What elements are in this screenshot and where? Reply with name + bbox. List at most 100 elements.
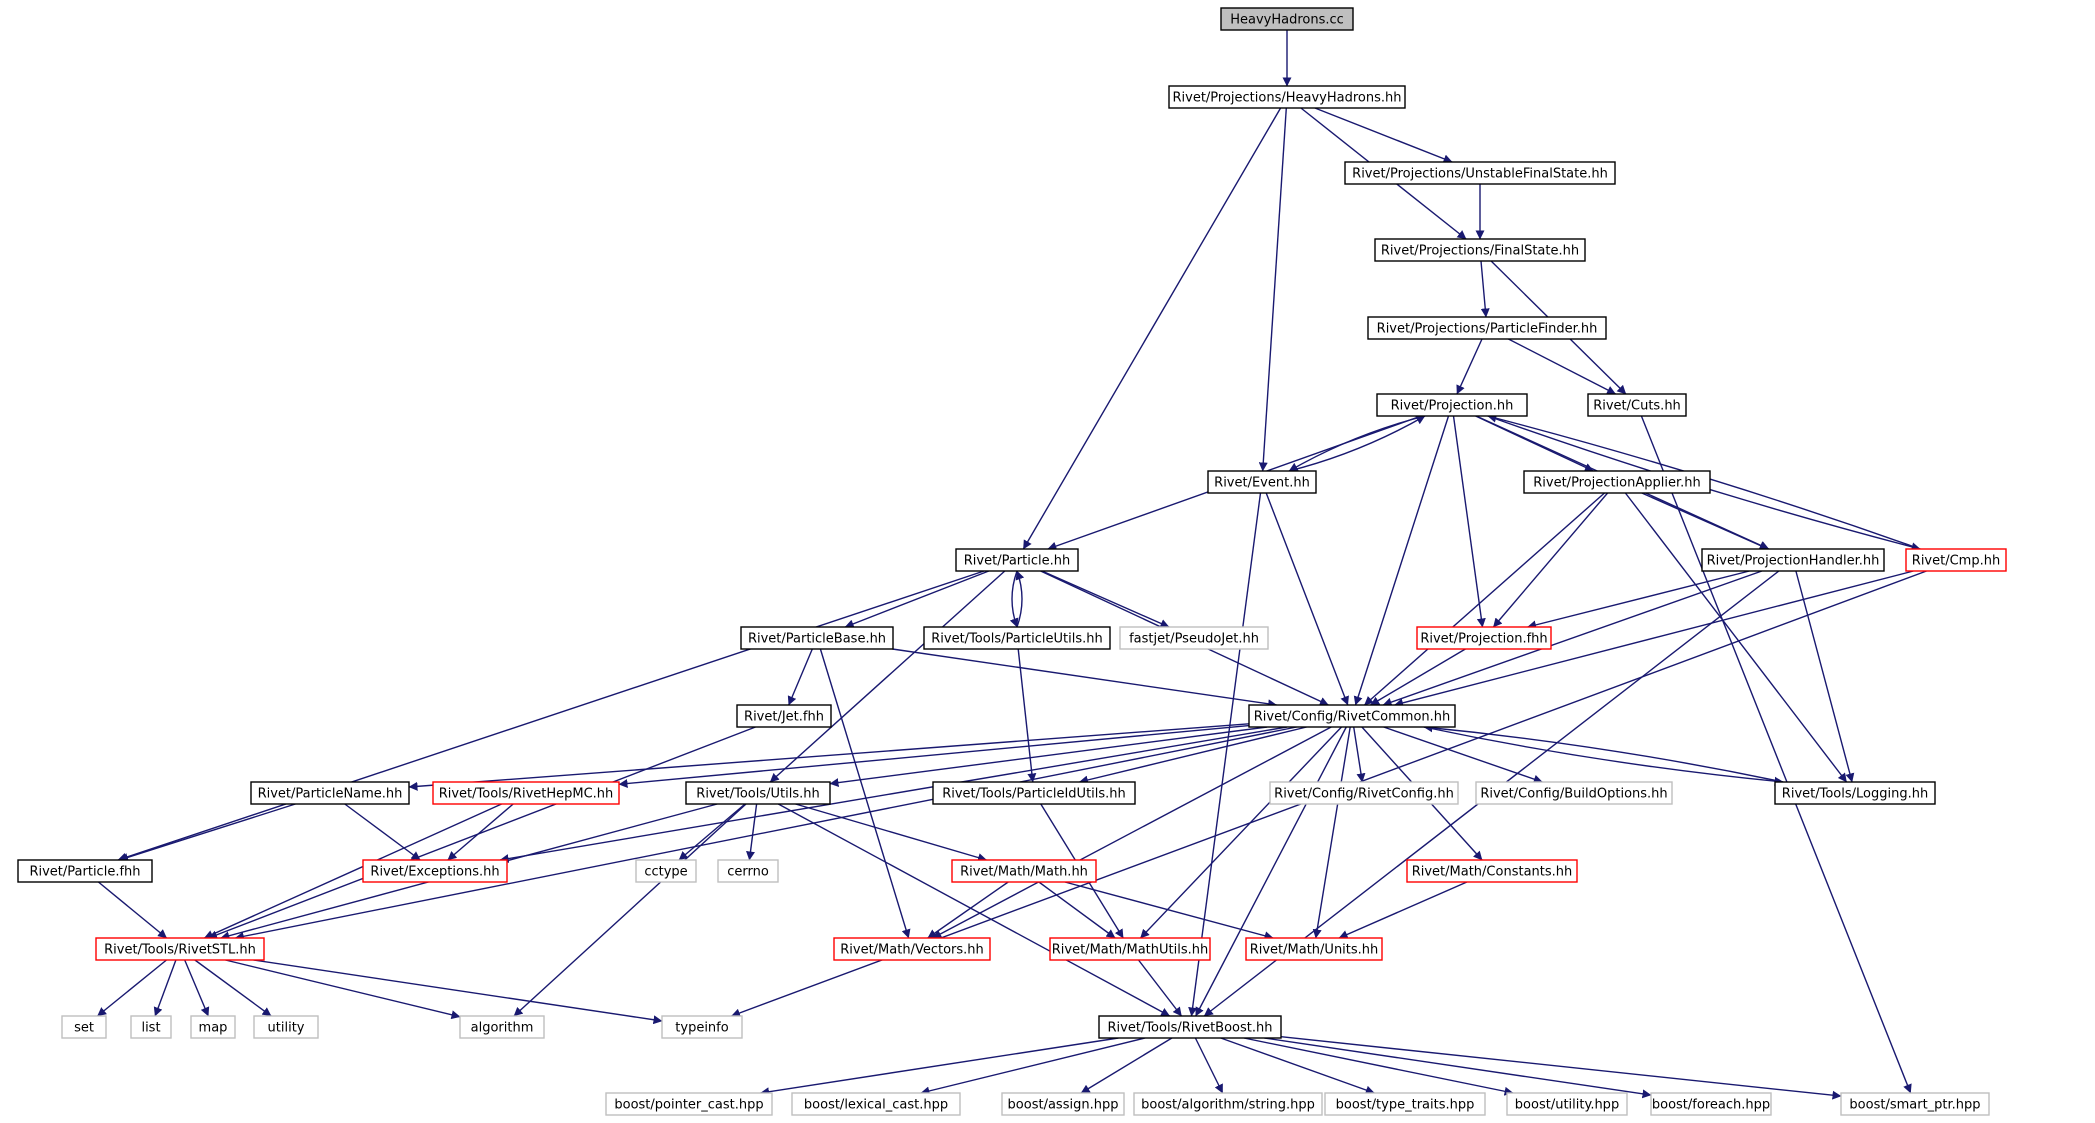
node-box: [253, 1015, 319, 1039]
edge-line: [1280, 1036, 1842, 1100]
include-edge-math-hh-to-vectors-hh: [927, 881, 1009, 939]
node-label: Rivet/Math/MathUtils.hh: [1052, 943, 1208, 958]
include-edge-rivetcommon-hh-to-particleidutils-hh: [1078, 726, 1307, 785]
node-box: [1245, 937, 1383, 961]
include-edge-rivethepmc-hh-to-exceptions-hh: [447, 803, 514, 861]
node-units-hh[interactable]: Rivet/Math/Units.hh: [1245, 937, 1383, 961]
include-edge-particleutils-hh-to-particleidutils-hh: [1017, 648, 1037, 783]
node-rivethepmc-hh[interactable]: Rivet/Tools/RivetHepMC.hh: [432, 781, 620, 805]
node-boost-foreach: boost/foreach.hpp: [1650, 1092, 1772, 1116]
node-label: Rivet/Jet.fhh: [744, 710, 824, 725]
include-edge-projections-heavyhadrons-hh-to-particle-hh: [1022, 107, 1282, 550]
node-particle-fhh[interactable]: Rivet/Particle.fhh: [17, 859, 153, 883]
node-particle-hh[interactable]: Rivet/Particle.hh: [955, 548, 1079, 572]
edge-line: [194, 959, 272, 1017]
include-edge-cuts-hh-to-boost-smart-ptr: [1640, 415, 1912, 1094]
node-label: Rivet/Math/Units.hh: [1250, 943, 1379, 958]
node-box: [1207, 470, 1317, 494]
include-edge-event-hh-to-rivetcommon-hh: [1265, 492, 1349, 706]
node-math-hh[interactable]: Rivet/Math/Math.hh: [951, 859, 1097, 883]
node-label: Rivet/Config/RivetCommon.hh: [1254, 710, 1451, 725]
node-mathutils-hh[interactable]: Rivet/Math/MathUtils.hh: [1049, 937, 1211, 961]
node-label: Rivet/Cmp.hh: [1912, 554, 2000, 569]
node-box: [1701, 548, 1885, 572]
node-label: boost/lexical_cast.hpp: [804, 1098, 948, 1113]
edge-line: [927, 881, 1009, 939]
node-label: Rivet/Config/BuildOptions.hh: [1480, 787, 1667, 802]
node-label: Rivet/ProjectionHandler.hh: [1707, 554, 1880, 569]
node-label: Rivet/Tools/Utils.hh: [696, 787, 819, 802]
node-rivetboost-hh[interactable]: Rivet/Tools/RivetBoost.hh: [1098, 1015, 1282, 1039]
node-projection-fhh[interactable]: Rivet/Projection.fhh: [1416, 626, 1552, 650]
node-projections-heavyhadrons-hh[interactable]: Rivet/Projections/HeavyHadrons.hh: [1168, 85, 1406, 109]
edge-line: [1314, 107, 1453, 164]
node-exceptions-hh[interactable]: Rivet/Exceptions.hh: [362, 859, 508, 883]
node-unstablefinalstate-hh[interactable]: Rivet/Projections/UnstableFinalState.hh: [1344, 161, 1616, 185]
node-label: Rivet/Projections/ParticleFinder.hh: [1377, 322, 1598, 337]
node-label: Rivet/Projections/UnstableFinalState.hh: [1352, 167, 1608, 182]
node-particleidutils-hh[interactable]: Rivet/Tools/ParticleIdUtils.hh: [932, 781, 1136, 805]
node-box: [951, 859, 1097, 883]
include-edge-particlebase-hh-to-rivetcommon-hh: [892, 648, 1278, 709]
include-edge-rivetboost-hh-to-boost-foreach: [1264, 1037, 1652, 1099]
include-edge-rivethepmc-hh-to-rivetstl-hh: [203, 803, 502, 939]
include-edge-rivetstl-hh-to-set: [97, 959, 167, 1017]
node-cuts-hh[interactable]: Rivet/Cuts.hh: [1587, 393, 1687, 417]
node-box: [1416, 626, 1552, 650]
edge-line: [117, 570, 985, 862]
include-edge-projectionhandler-hh-to-projection-fhh: [1527, 570, 1750, 630]
include-edge-math-hh-to-units-hh: [1064, 881, 1274, 941]
node-rivetcommon-hh[interactable]: Rivet/Config/RivetCommon.hh: [1248, 704, 1456, 728]
node-heavyhadrons-cc[interactable]: HeavyHadrons.cc: [1220, 7, 1354, 31]
node-particlebase-hh[interactable]: Rivet/ParticleBase.hh: [740, 626, 894, 650]
edge-line: [1364, 492, 1605, 706]
node-box: [61, 1015, 107, 1039]
node-vectors-hh[interactable]: Rivet/Math/Vectors.hh: [833, 937, 991, 961]
node-box: [130, 1015, 172, 1039]
node-box: [923, 626, 1111, 650]
edge-line: [1641, 492, 1769, 550]
node-box: [95, 937, 265, 961]
node-boost-type-traits: boost/type_traits.hpp: [1324, 1092, 1486, 1116]
node-projectionapplier-hh[interactable]: Rivet/ProjectionApplier.hh: [1523, 470, 1711, 494]
node-box: [1374, 238, 1586, 262]
node-label: Rivet/Math/Vectors.hh: [840, 943, 984, 958]
node-constants-hh[interactable]: Rivet/Math/Constants.hh: [1406, 859, 1578, 883]
node-label: boost/algorithm/string.hpp: [1141, 1098, 1315, 1113]
node-box: [190, 1015, 236, 1039]
node-rivetstl-hh[interactable]: Rivet/Tools/RivetSTL.hh: [95, 937, 265, 961]
node-cmp-hh[interactable]: Rivet/Cmp.hh: [1905, 548, 2007, 572]
include-edge-projectionapplier-hh-to-rivetcommon-hh: [1364, 492, 1605, 706]
edge-line: [1452, 415, 1486, 628]
node-label: Rivet/Projections/FinalState.hh: [1381, 244, 1579, 259]
include-edge-projection-hh-to-event-hh: [1288, 415, 1426, 472]
include-edge-rivetboost-hh-to-boost-algorithm-string: [1194, 1037, 1224, 1094]
node-box: [736, 704, 832, 728]
include-edge-rivetstl-hh-to-algorithm: [225, 959, 461, 1020]
node-label: boost/smart_ptr.hpp: [1849, 1098, 1980, 1113]
edge-line: [234, 726, 1297, 941]
node-set: set: [61, 1015, 107, 1039]
node-projection-hh[interactable]: Rivet/Projection.hh: [1376, 393, 1528, 417]
node-label: map: [199, 1021, 228, 1036]
include-edge-rivetcommon-hh-to-rivethepmc-hh: [618, 724, 1250, 788]
edge-line: [746, 803, 758, 861]
node-projectionhandler-hh[interactable]: Rivet/ProjectionHandler.hh: [1701, 548, 1885, 572]
include-edge-rivetcommon-hh-to-exceptions-hh: [499, 726, 1288, 864]
edge-line: [1022, 107, 1282, 550]
node-box: [740, 626, 894, 650]
node-box: [833, 937, 991, 961]
node-logging-hh[interactable]: Rivet/Tools/Logging.hh: [1774, 781, 1936, 805]
node-box: [932, 781, 1136, 805]
node-finalstate-hh[interactable]: Rivet/Projections/FinalState.hh: [1374, 238, 1586, 262]
node-particlename-hh[interactable]: Rivet/ParticleName.hh: [250, 781, 410, 805]
include-edge-projectionapplier-hh-to-projectionhandler-hh: [1641, 492, 1769, 550]
edge-line: [892, 648, 1278, 709]
include-edge-particlebase-hh-to-jet-fhh: [787, 648, 813, 706]
node-utils-hh[interactable]: Rivet/Tools/Utils.hh: [685, 781, 831, 805]
edge-line: [1009, 570, 1019, 628]
node-event-hh[interactable]: Rivet/Event.hh: [1207, 470, 1317, 494]
node-particlefinder-hh[interactable]: Rivet/Projections/ParticleFinder.hh: [1367, 316, 1607, 340]
node-particleutils-hh[interactable]: Rivet/Tools/ParticleUtils.hh: [923, 626, 1111, 650]
node-jet-fhh[interactable]: Rivet/Jet.fhh: [736, 704, 832, 728]
